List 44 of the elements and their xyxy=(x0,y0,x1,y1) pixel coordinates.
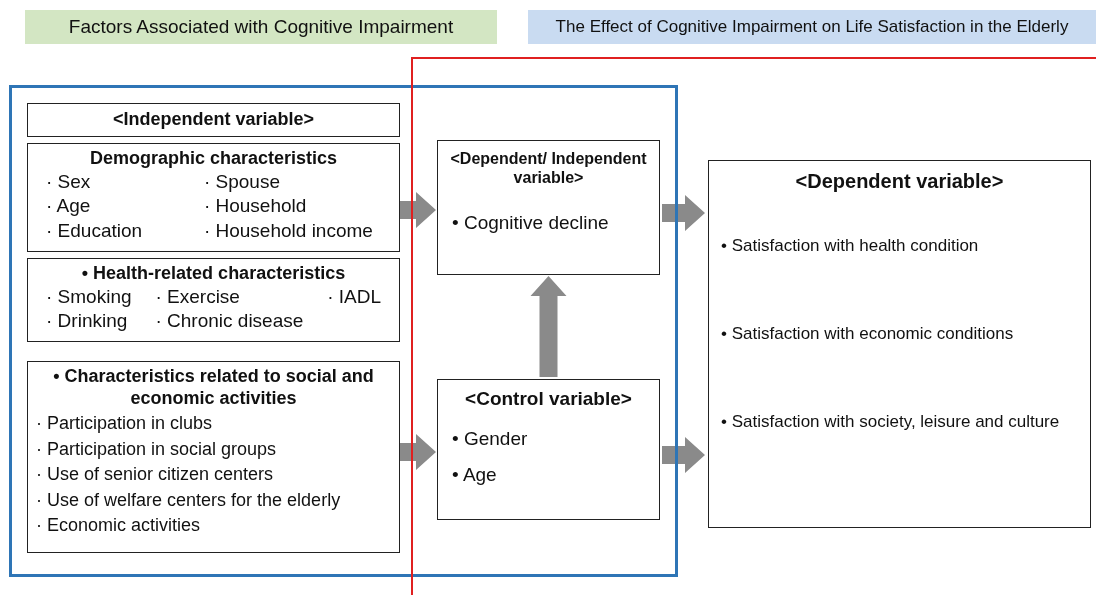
block-arrow xyxy=(399,434,436,470)
variable-box xyxy=(437,379,660,520)
list-item: · Use of senior citizen centers xyxy=(36,463,275,487)
box-heading: <Dependent/ Independent variable> xyxy=(449,149,648,188)
box-heading: <Control variable> xyxy=(464,388,633,411)
block-arrow xyxy=(399,192,436,228)
heading-banner: Factors Associated with Cognitive Impairment xyxy=(25,10,497,44)
list-item: • Satisfaction with health condition xyxy=(720,235,980,257)
list-item: · Household xyxy=(203,194,308,219)
list-item: · Age xyxy=(46,194,92,219)
list-item: • Cognitive decline xyxy=(451,211,610,236)
list-item: · Economic activities xyxy=(36,514,202,538)
list-item: · Use of welfare centers for the elderly xyxy=(36,488,342,512)
box-heading: Demographic characteristics xyxy=(88,148,339,170)
list-item: · IADL xyxy=(327,284,383,309)
list-item: · Spouse xyxy=(203,169,281,194)
list-item: • Age xyxy=(451,462,498,487)
variable-box xyxy=(27,143,400,252)
list-item: • Satisfaction with society, leisure and culture xyxy=(720,410,1061,433)
block-arrow xyxy=(662,437,705,473)
variable-box xyxy=(27,361,400,553)
box-heading: <Dependent variable> xyxy=(794,169,1005,193)
box-heading: • Characteristics related to social and economic activities xyxy=(52,366,375,410)
list-item: · Exercise xyxy=(155,284,241,309)
list-item: · Participation in social groups xyxy=(36,437,278,461)
heading-banner: The Effect of Cognitive Impairment on Life Satisfaction in the Elderly xyxy=(528,10,1096,44)
heading-box xyxy=(27,103,400,137)
list-item: · Participation in clubs xyxy=(36,412,214,436)
outline-frame xyxy=(411,57,1096,595)
list-item: · Smoking xyxy=(46,284,133,309)
list-item: • Satisfaction with economic conditions xyxy=(720,322,1015,345)
box-heading: • Health-related characteristics xyxy=(80,263,347,285)
variable-box xyxy=(437,140,660,275)
block-arrow xyxy=(662,195,705,231)
list-item: · Education xyxy=(46,218,144,243)
variable-box xyxy=(708,160,1091,528)
list-item: · Sex xyxy=(46,169,92,194)
list-item: • Gender xyxy=(451,426,529,451)
box-heading: <Independent variable> xyxy=(111,109,316,131)
list-item: · Drinking xyxy=(46,309,129,334)
block-arrow xyxy=(530,276,567,377)
variable-box xyxy=(27,258,400,342)
list-item: · Household income xyxy=(203,218,374,243)
list-item: · Chronic disease xyxy=(155,309,305,334)
